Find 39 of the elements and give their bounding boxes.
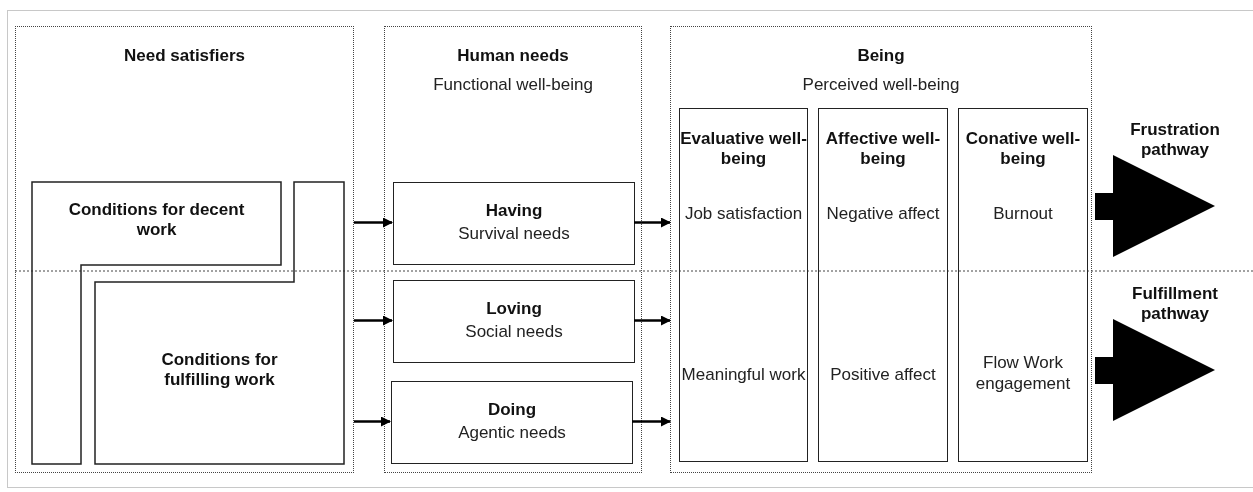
box-subtitle: Agentic needs [457, 422, 567, 444]
pathway-label: Fulfillment pathway [1131, 284, 1219, 325]
column-title: Affective well-being [824, 129, 942, 170]
box-title: Doing [486, 400, 538, 421]
arrow [354, 217, 393, 228]
column-text: Positive affect [829, 364, 937, 386]
panel-title: Being [856, 46, 906, 67]
column-title: Conative well-being [964, 129, 1082, 170]
box-title: Conditions for fulfilling work [160, 350, 279, 391]
arrow [632, 416, 671, 427]
dotted-panel [15, 26, 354, 473]
well-being-column [818, 108, 948, 462]
box-subtitle: Social needs [464, 321, 564, 343]
column-text: Negative affect [825, 203, 941, 225]
need-box [393, 280, 635, 363]
box-title: Having [484, 201, 544, 222]
panel-title: Need satisfiers [123, 46, 246, 67]
panel-subtitle: Functional well-being [432, 74, 594, 96]
column-text: Meaningful work [680, 364, 807, 386]
well-being-column [958, 108, 1088, 462]
column-text: Flow Work engagement [974, 352, 1072, 395]
dotted-panel [670, 26, 1092, 473]
box-title: Conditions for decent work [67, 200, 246, 241]
box-title: Loving [485, 299, 543, 320]
column-title: Evaluative well-being [680, 129, 807, 170]
arrow [634, 217, 671, 228]
need-box [391, 381, 633, 464]
column-text: Job satisfaction [683, 203, 804, 225]
box-subtitle: Survival needs [457, 223, 571, 245]
pathway-label: Frustration pathway [1129, 120, 1221, 161]
arrow [354, 416, 391, 427]
panel-title: Human needs [456, 46, 570, 67]
dotted-panel [384, 26, 642, 473]
column-text: Burnout [992, 203, 1054, 225]
arrow [354, 315, 393, 326]
panel-subtitle: Perceived well-being [801, 74, 961, 96]
arrow [634, 315, 671, 326]
well-being-column [679, 108, 808, 462]
need-box [393, 182, 635, 265]
